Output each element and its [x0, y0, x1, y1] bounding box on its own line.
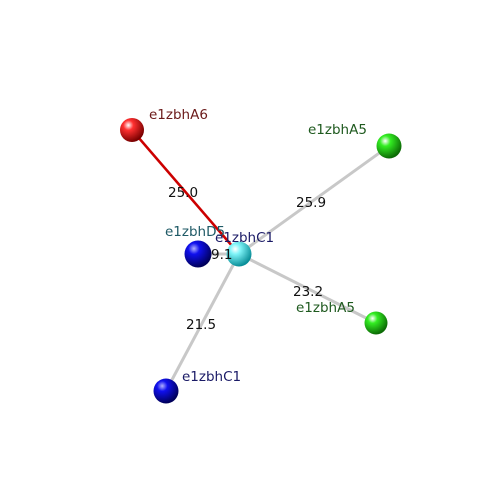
node-label-a5-low: e1zbhA5	[296, 300, 355, 316]
node-label-c1-low: e1zbhC1	[182, 369, 241, 385]
edge-label-center-a5-top: 25.9	[296, 195, 326, 211]
node-label-d5: e1zbhD5	[165, 224, 225, 240]
node-a5-low[interactable]	[364, 311, 388, 335]
node-a5-top[interactable]	[376, 133, 402, 159]
edge-center-a6	[131, 129, 240, 255]
node-labels: e1zbhA6 e1zbhA5 e1zbhD5 e1zbhC1 9.1 e1zb…	[149, 107, 367, 385]
edge-labels: 25.0 25.9 23.2 21.5	[168, 185, 326, 333]
edge-center-a5-top	[238, 144, 390, 256]
node-c1-low[interactable]	[153, 378, 179, 404]
nodes	[120, 118, 402, 404]
edge-label-center-d5: 9.1	[211, 247, 232, 263]
edge-label-center-c1-low: 21.5	[186, 317, 216, 333]
edge-center-c1-low	[164, 253, 241, 392]
node-label-center: e1zbhC1	[215, 230, 274, 246]
edge-center-a5-low	[238, 252, 377, 325]
node-d5[interactable]	[184, 240, 212, 268]
edge-label-center-a5-low: 23.2	[293, 284, 323, 300]
node-label-a5-top: e1zbhA5	[308, 122, 367, 138]
node-a6[interactable]	[120, 118, 144, 142]
edges	[131, 129, 390, 392]
node-label-a6: e1zbhA6	[149, 107, 208, 123]
node-center[interactable]	[226, 241, 252, 267]
edge-label-center-a6: 25.0	[168, 185, 198, 201]
